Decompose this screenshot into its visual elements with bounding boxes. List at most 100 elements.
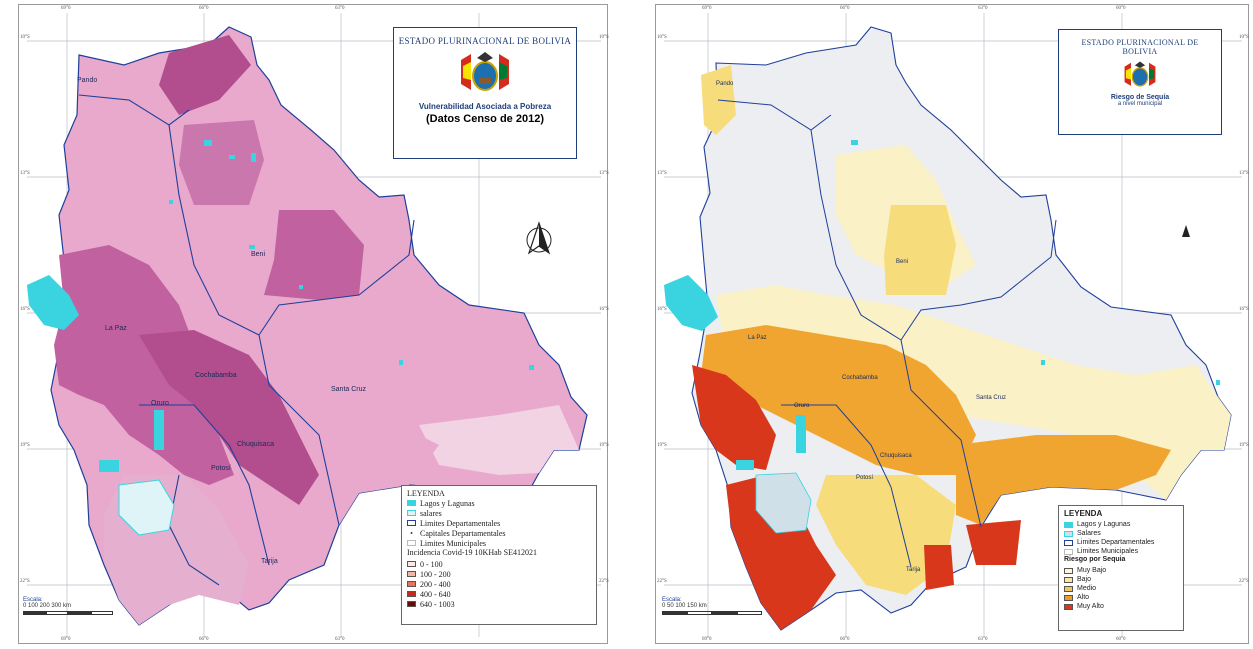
left-subtitle-2: (Datos Censo de 2012) [426,113,544,125]
left-legend-salt: salares [407,508,591,518]
right-red-south-east [966,520,1021,565]
right-city-cochabamba: Cochabamba [842,375,878,381]
right-dept-borders [717,99,1057,568]
r-coord-left-3: 16°S [657,307,667,312]
r-coord-top-3: 63°0 [978,6,988,11]
r-coord-left-5: 22°S [657,579,667,584]
coord-top-2: 66°0 [199,6,209,11]
left-city-oruro: Oruro [151,400,169,407]
right-city-oruro: Oruro [794,403,810,409]
left-beni-dark-region [264,210,364,300]
coord-bottom-3: 63°0 [335,637,345,642]
left-scale-label: Escala: [23,597,43,603]
left-east-pale-region [419,405,579,475]
right-subtitle-2: a nivel municipal [1117,101,1163,107]
left-city-cochabamba: Cochabamba [195,372,237,379]
right-red-box [924,545,954,590]
right-legend-risk-title: Riesgo por Sequia [1064,556,1126,563]
left-legend-class-3: 200 - 400 [407,579,591,589]
right-medium-yellow [816,475,956,595]
left-map-canvas [27,13,601,637]
left-city-la-paz: La Paz [105,325,127,332]
right-coat-of-arms-icon [1124,61,1156,87]
left-city-potosi: Potosí [211,465,231,472]
right-scale-ticks: 0 50 100 150 km [662,603,707,609]
right-legend-lakes: Lagos y Lagunas [1064,520,1178,529]
left-legend-lakes: Lagos y Lagunas [407,498,591,508]
right-map-panel: 69°0 66°0 63°0 60°0 69°0 66°0 63°0 60°0 … [655,4,1249,644]
r-coord-bottom-3: 63°0 [978,637,988,642]
coord-left-1: 10°S [20,35,30,40]
right-legend-muni: Limites Municipales [1064,547,1178,556]
left-lakes [27,140,534,472]
right-subtitle: Riesgo de Sequía [1110,94,1170,101]
right-legend-class-4: Alto [1064,593,1178,602]
coord-top-3: 63°0 [335,6,345,11]
coord-right-5: 22°S [599,579,609,584]
coord-right-3: 16°S [599,307,609,312]
r-coord-bottom-1: 69°0 [702,637,712,642]
right-map-canvas [664,13,1242,637]
coord-right-1: 10°S [599,35,609,40]
north-arrow-icon [526,221,552,255]
left-dept-borders [78,94,415,586]
r-coord-right-1: 10°S [1239,35,1249,40]
right-beni-yellow-zone [884,205,956,295]
right-city-potosi: Potosí [856,475,874,481]
right-north-arrow-icon [1182,225,1190,237]
left-legend-dept: Limites Departamentales [407,518,591,528]
left-title-box: ESTADO PLURINACIONAL DE BOLIVIA Vulnerab… [393,27,577,159]
right-city-tarija: Tarija [906,567,921,573]
coord-right-4: 19°S [599,443,609,448]
right-scale: Escala: 0 50 100 150 km [662,597,762,615]
left-scale-bar [23,611,113,615]
right-city-pando: Pando [716,81,734,87]
coord-bottom-2: 66°0 [199,637,209,642]
coord-bottom-1: 69°0 [61,637,71,642]
coord-left-4: 19°S [20,443,30,448]
right-title-box: ESTADO PLURINACIONAL DE BOLIVIA Riesgo d… [1058,29,1222,135]
left-city-beni: Beni [251,251,266,258]
r-coord-bottom-2: 66°0 [840,637,850,642]
left-legend-incidence-title: Incidencia Covid-19 10KHab SE412021 [407,548,537,557]
right-lakes [664,140,1220,470]
left-legend-class-1: 0 - 100 [407,559,591,569]
right-city-santa-cruz: Santa Cruz [976,395,1007,401]
right-title: ESTADO PLURINACIONAL DE BOLIVIA [1081,38,1199,56]
right-city-beni: Beni [896,259,909,265]
left-legend-title: LEYENDA [407,489,445,498]
left-chaco-region [319,425,439,525]
coord-left-5: 22°S [20,579,30,584]
r-coord-bottom-4: 60°0 [1116,637,1126,642]
coord-left-3: 16°S [20,307,30,312]
r-coord-left-4: 19°S [657,443,667,448]
right-legend-salt: Salares [1064,529,1178,538]
left-city-santa-cruz: Santa Cruz [331,386,367,393]
left-map-panel: 69°0 66°0 63°0 69°0 66°0 63°0 10°S 13°S … [18,4,609,644]
right-salt-flat [755,472,812,534]
left-scale-ticks: 0 100 200 300 km [23,603,72,609]
left-scale: Escala: 0 100 200 300 km [23,597,113,615]
right-scale-bar [662,611,762,615]
coord-right-2: 13°S [599,171,609,176]
r-coord-top-4: 60°0 [1116,6,1126,11]
right-scale-label: Escala: [662,597,682,603]
bolivia-coat-of-arms-icon [461,52,509,91]
left-north-dark-region [159,35,251,115]
left-city-pando: Pando [77,77,98,84]
r-coord-right-4: 19°S [1239,443,1249,448]
right-red-west [692,365,776,470]
right-legend-title: LEYENDA [1064,509,1103,518]
left-salt-flat [118,479,175,536]
right-legend-class-1: Muy Bajo [1064,566,1178,575]
left-west-dark-region [54,245,234,485]
right-legend-class-3: Medio [1064,584,1178,593]
right-orange-east [956,435,1171,525]
r-coord-top-1: 69°0 [702,6,712,11]
left-city-tarija: Tarija [261,558,278,565]
right-legend-class-2: Bajo [1064,575,1178,584]
left-legend-muni: Limites Municipales [407,538,591,548]
r-coord-left-2: 13°S [657,171,667,176]
left-subtitle: Vulnerabilidad Asociada a Pobreza [418,102,552,111]
right-red-southwest [726,475,836,630]
